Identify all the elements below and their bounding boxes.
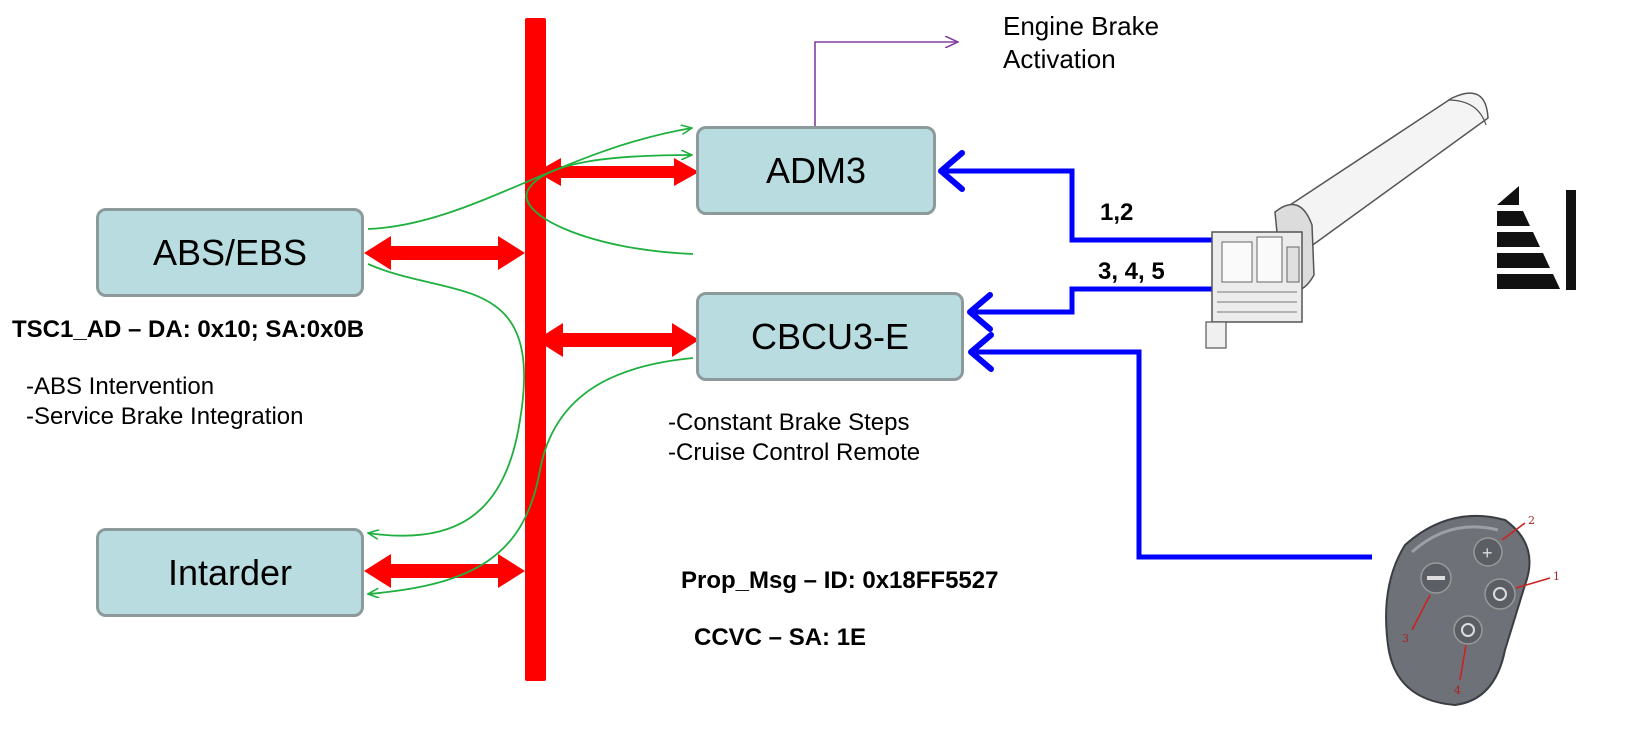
- abs-features: -ABS Intervention -Service Brake Integra…: [26, 372, 303, 432]
- tsc1-message-label: TSC1_AD – DA: 0x10; SA:0x0B: [12, 315, 364, 345]
- wire-adm3: [946, 171, 1240, 240]
- constant-brake-text: -Constant Brake Steps: [668, 408, 920, 438]
- bus-arrow-cbcu: [536, 323, 699, 357]
- adm3-box: ADM3: [696, 126, 936, 215]
- engine-brake-line-2: Activation: [1003, 43, 1159, 76]
- cbcu3e-box: CBCU3-E: [696, 292, 964, 381]
- svg-text:4: 4: [1454, 684, 1461, 697]
- cbcu3e-label: CBCU3-E: [751, 316, 909, 358]
- intarder-label: Intarder: [168, 552, 292, 594]
- abs-intervention-text: -ABS Intervention: [26, 372, 303, 402]
- cbcu-features: -Constant Brake Steps -Cruise Control Re…: [668, 408, 920, 468]
- prop-msg-label: Prop_Msg – ID: 0x18FF5527: [681, 566, 998, 596]
- wire-cbcu-buttons: [976, 352, 1372, 557]
- engine-brake-line-1: Engine Brake: [1003, 10, 1159, 43]
- engine-brake-line: [815, 42, 958, 126]
- svg-text:2: 2: [1528, 514, 1535, 527]
- adm3-label: ADM3: [766, 150, 866, 192]
- can-bus-bar: [525, 18, 546, 681]
- abs-ebs-box: ABS/EBS: [96, 208, 364, 297]
- bus-arrow-adm3: [536, 158, 699, 186]
- bus-arrow-abs: [364, 236, 525, 270]
- service-brake-text: -Service Brake Integration: [26, 402, 303, 432]
- svg-text:1: 1: [1553, 570, 1560, 583]
- svg-text:3: 3: [1402, 632, 1409, 645]
- steering-wheel-buttons-icon: + 2 1 3 4: [1386, 514, 1560, 705]
- ccvc-label: CCVC – SA: 1E: [694, 623, 866, 653]
- pins-345-label: 3, 4, 5: [1098, 257, 1165, 287]
- wire-cbcu-stalk: [975, 289, 1240, 312]
- engine-brake-label: Engine Brake Activation: [1003, 10, 1159, 75]
- pins-12-label: 1,2: [1100, 198, 1133, 228]
- msg-abs-loop: [368, 264, 524, 536]
- intarder-box: Intarder: [96, 528, 364, 617]
- svg-text:+: +: [1482, 543, 1493, 563]
- bus-arrow-intarder: [364, 554, 525, 588]
- brake-stalk-lever-icon: [1206, 93, 1488, 348]
- level-bars-icon: [1497, 186, 1576, 290]
- abs-ebs-label: ABS/EBS: [153, 232, 307, 274]
- cruise-remote-text: -Cruise Control Remote: [668, 438, 920, 468]
